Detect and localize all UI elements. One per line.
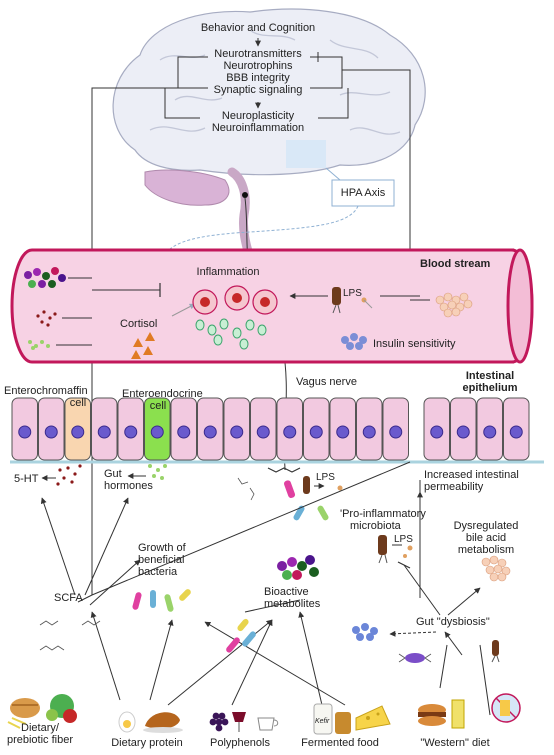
cell-nucleus [309, 425, 323, 439]
brain-illustration [112, 8, 426, 263]
blood-molecules [24, 267, 473, 359]
label-synaptic: Synaptic signaling [213, 84, 303, 96]
label-enteroendocrine: Enteroendocrine [122, 388, 203, 400]
cell-nucleus [18, 425, 32, 439]
cell-nucleus [483, 425, 497, 439]
label-bbb: BBB integrity [226, 72, 290, 84]
label-blood-stream: Blood stream [420, 258, 491, 270]
cell-nucleus [230, 425, 244, 439]
label-dysregulated: Dysregulated [453, 520, 519, 532]
label-cortisol: Cortisol [120, 318, 158, 330]
label-scfa: SCFA [54, 592, 83, 604]
cell-nucleus [362, 425, 376, 439]
label-bacteria: bacteria [138, 566, 178, 578]
label-enterochromaffin: Enterochromaffin [4, 385, 88, 397]
cell-nucleus [283, 425, 297, 439]
label-bioactive: Bioactive [264, 586, 309, 598]
label-permeability: permeability [424, 481, 484, 493]
cell-nucleus [124, 425, 138, 439]
cell-nucleus [97, 425, 111, 439]
label-hpa-axis: HPA Axis [340, 187, 386, 199]
epithelium-molecules [41, 464, 343, 521]
label-epithelium: epithelium [462, 382, 518, 394]
hpa-box [331, 179, 395, 207]
label-metabolism: metabolism [457, 544, 515, 556]
gut-microbes [39, 535, 511, 663]
cell-nucleus [177, 425, 191, 439]
cell-nucleus [509, 425, 523, 439]
label-dysbiosis: Gut "dysbiosis" [416, 616, 490, 628]
label-bile-acid: bile acid [465, 532, 507, 544]
label-hormones: hormones [104, 480, 153, 492]
label-behavior: Behavior and Cognition [200, 22, 316, 34]
label-metabolites: metabolites [264, 598, 321, 610]
label-gut: Gut [104, 468, 122, 480]
label-microbiota: microbiota [350, 520, 401, 532]
cell-nucleus [456, 425, 470, 439]
label-intestinal: Intestinal [465, 370, 515, 382]
label-insulin: Insulin sensitivity [373, 338, 456, 350]
label-growth-of: Growth of [138, 542, 186, 554]
hpa-highlight [286, 140, 326, 168]
label-dietary: Dietary/ [21, 722, 59, 734]
label-beneficial: beneficial [138, 554, 185, 566]
label-proinflammatory: 'Pro-inflammatory [340, 508, 426, 520]
label-neurotrophins: Neurotrophins [223, 60, 293, 72]
label-neuroinflammation: Neuroinflammation [211, 122, 305, 134]
cell-nucleus [430, 425, 444, 439]
label-vagus-nerve: Vagus nerve [296, 376, 357, 388]
label-inflammation: Inflammation [196, 266, 260, 278]
label-polyphenols: Polyphenols [210, 737, 270, 749]
label-neuroplasticity: Neuroplasticity [221, 110, 295, 122]
cell-nucleus [389, 425, 403, 439]
label-ee-cell: cell [149, 400, 167, 412]
label-lps-blood: LPS [343, 288, 362, 299]
label-western: "Western" diet [420, 737, 490, 749]
label-increased: Increased intestinal [424, 469, 519, 481]
cell-nucleus [150, 425, 164, 439]
cell-nucleus [336, 425, 350, 439]
label-lps-epithelium: LPS [316, 472, 335, 483]
bile-acid-cluster [435, 292, 473, 318]
label-lps-gut: LPS [394, 534, 413, 545]
brain-brackets [164, 38, 349, 119]
label-neurotransmitters: Neurotransmitters [214, 48, 302, 60]
label-ec-cell: cell [69, 397, 87, 409]
label-kefir: Kefir [315, 718, 330, 725]
label-5ht: 5-HT [14, 473, 39, 485]
cell-nucleus [71, 425, 85, 439]
vagus-origin-dot [242, 192, 248, 198]
cell-nucleus [256, 425, 270, 439]
cell-nucleus [44, 425, 58, 439]
inflammation-cells [192, 285, 278, 350]
food-icons [7, 693, 521, 735]
label-protein: Dietary protein [111, 737, 183, 749]
label-fermented: Fermented food [301, 737, 379, 749]
cell-nucleus [203, 425, 217, 439]
epithelial-cells [11, 397, 530, 461]
label-prebiotic: prebiotic fiber [6, 734, 74, 746]
